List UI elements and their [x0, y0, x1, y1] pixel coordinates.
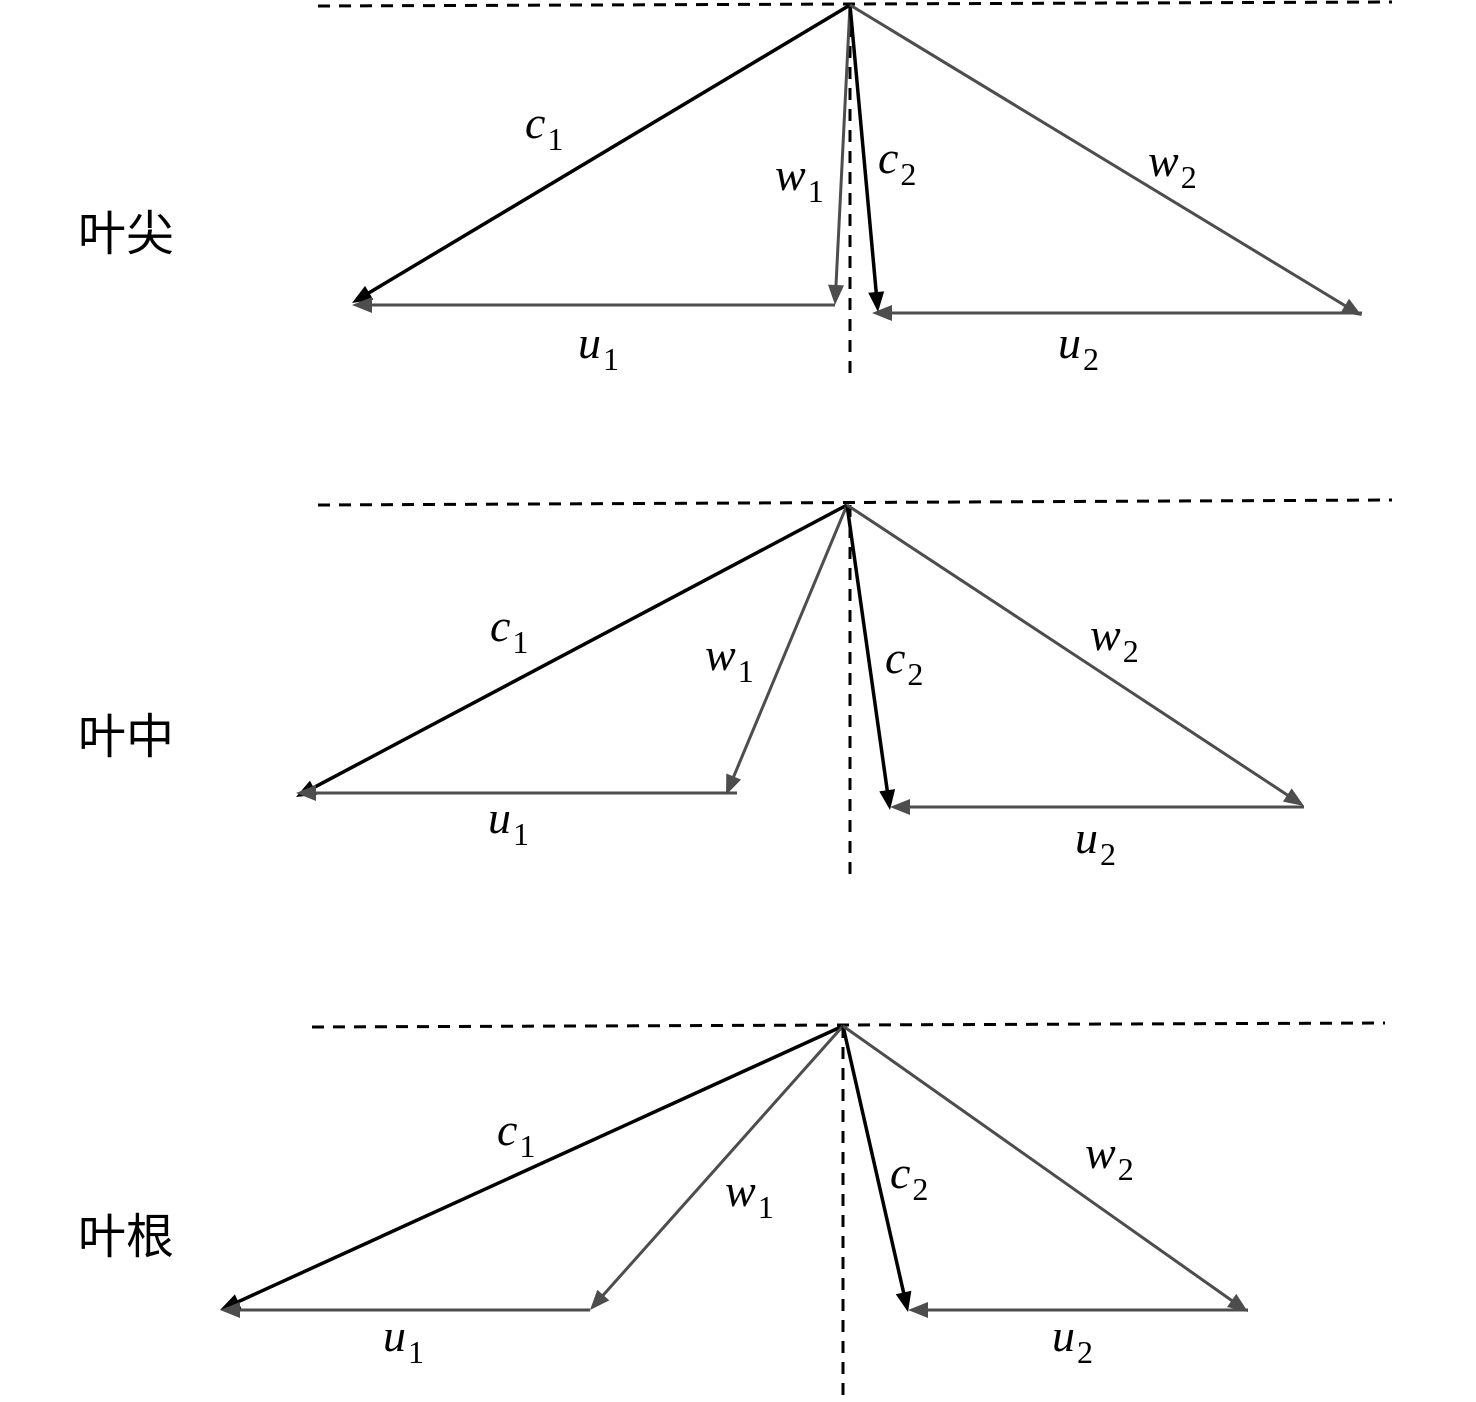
label-w2-root: w2 [1085, 1127, 1134, 1187]
label-c2-mid: c2 [885, 632, 924, 692]
dashed-line-horizontal-tip [317, 0, 1393, 8]
arrow-w1-tip [828, 4, 852, 305]
arrow-c2-root [841, 1025, 912, 1312]
label-u1-tip: u1 [578, 317, 619, 377]
arrow-u1-mid [296, 785, 737, 801]
label-c2-tip: c2 [878, 132, 917, 192]
arrow-u2-root [908, 1302, 1248, 1318]
arrow-w2-tip [849, 3, 1362, 316]
arrow-c2-tip [848, 4, 885, 312]
arrow-u2-mid [890, 799, 1304, 815]
arrow-c1-mid [296, 503, 848, 797]
row-label-tip: 叶尖 [78, 206, 175, 262]
dashed-line-horizontal-mid [317, 498, 1393, 507]
arrow-u1-root [220, 1302, 590, 1318]
label-w2-tip: w2 [1148, 135, 1197, 195]
label-u2-mid: u2 [1075, 812, 1116, 872]
label-u2-tip: u2 [1058, 317, 1099, 377]
label-w2-mid: w2 [1090, 609, 1139, 669]
row-label-root: 叶根 [78, 1209, 175, 1265]
label-c1-root: c1 [497, 1104, 536, 1164]
dashed-line-horizontal-root [311, 1021, 1386, 1029]
arrow-w2-mid [846, 503, 1304, 806]
label-w1-mid: w1 [705, 629, 754, 689]
label-u1-mid: u1 [488, 792, 529, 852]
label-w1-root: w1 [725, 1165, 774, 1225]
arrow-u1-tip [352, 297, 835, 313]
label-c1-tip: c1 [525, 97, 564, 157]
label-c1-mid: c1 [490, 600, 529, 660]
arrow-w1-mid [726, 504, 849, 795]
arrow-u2-tip [872, 305, 1362, 321]
label-u2-root: u2 [1052, 1310, 1093, 1370]
arrow-c2-mid [845, 504, 896, 810]
row-label-mid: 叶中 [78, 709, 175, 765]
label-w1-tip: w1 [775, 149, 824, 209]
label-u1-root: u1 [383, 1310, 424, 1370]
arrow-w2-root [842, 1024, 1248, 1312]
arrow-w1-root [590, 1025, 845, 1310]
label-c2-root: c2 [890, 1147, 929, 1207]
